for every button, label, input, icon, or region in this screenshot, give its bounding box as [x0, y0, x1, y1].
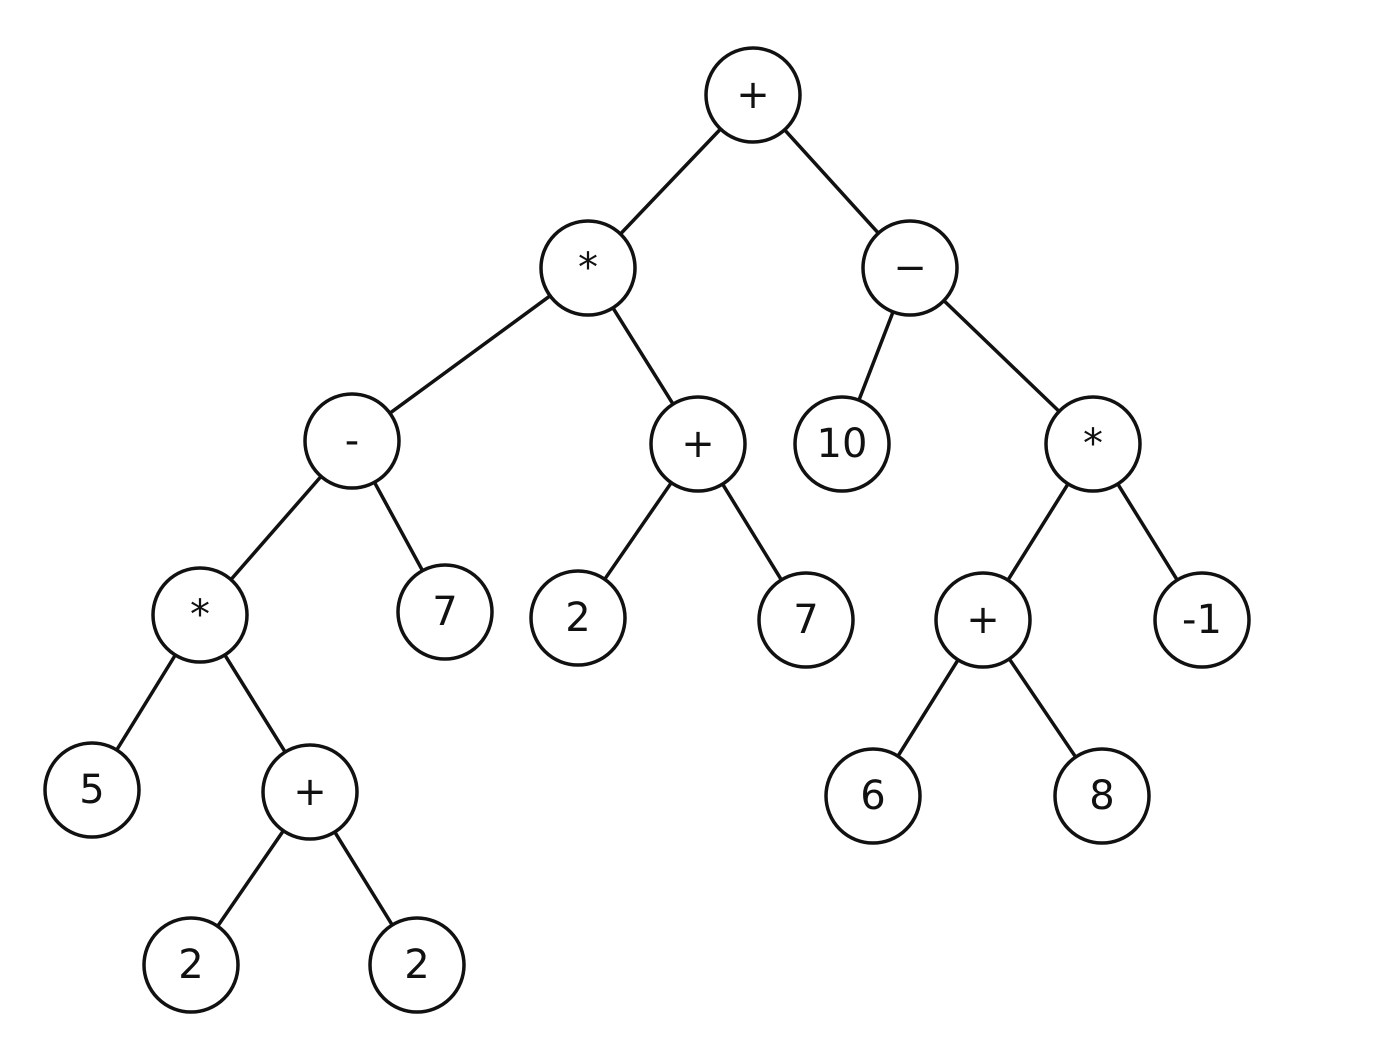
- node-label: +: [736, 72, 770, 118]
- node-label: +: [681, 421, 715, 467]
- node-label: −: [893, 245, 927, 291]
- tree-node-n16: 6: [824, 747, 922, 845]
- tree-node-n10: 2: [529, 569, 627, 667]
- node-circle: [539, 219, 637, 317]
- tree-node-n19: 2: [368, 916, 466, 1014]
- tree-edge-n8-n14: [114, 653, 178, 752]
- tree-node-n6: 10: [793, 395, 891, 493]
- node-label: 7: [432, 589, 457, 635]
- tree-edges: [114, 127, 1180, 929]
- tree-node-n1: +: [704, 46, 802, 144]
- tree-edge-n1-n3: [782, 128, 881, 235]
- node-label: 8: [1089, 773, 1114, 819]
- tree-edge-n1-n2: [618, 127, 723, 236]
- node-circle: [151, 566, 249, 664]
- tree-node-n12: +: [934, 571, 1032, 669]
- tree-edge-n15-n18: [215, 828, 286, 929]
- node-label: +: [293, 769, 327, 815]
- node-circle: [303, 392, 401, 490]
- node-label: *: [1083, 421, 1103, 467]
- node-circle: [142, 916, 240, 1014]
- node-label: *: [578, 245, 598, 291]
- node-circle: [824, 747, 922, 845]
- tree-edge-n12-n17: [1007, 657, 1078, 759]
- node-circle: [793, 395, 891, 493]
- tree-node-n9: 7: [396, 563, 494, 661]
- tree-edge-n5-n10: [602, 480, 674, 582]
- tree-edge-n2-n5: [611, 306, 675, 406]
- node-circle: [43, 741, 141, 839]
- tree-edge-n3-n6: [857, 310, 895, 402]
- tree-node-n2: *: [539, 219, 637, 317]
- node-label: 2: [178, 942, 203, 988]
- tree-node-n11: 7: [757, 571, 855, 669]
- node-circle: [368, 916, 466, 1014]
- tree-edge-n4-n9: [372, 480, 425, 573]
- node-circle: [861, 219, 959, 317]
- node-label: +: [966, 597, 1000, 643]
- node-circle: [1044, 395, 1142, 493]
- tree-node-n14: 5: [43, 741, 141, 839]
- node-label: 10: [817, 421, 868, 467]
- node-label: 6: [860, 773, 885, 819]
- tree-node-n4: -: [303, 392, 401, 490]
- tree-node-n13: -1: [1153, 571, 1251, 669]
- tree-edge-n4-n8: [229, 474, 323, 582]
- node-label: -: [345, 418, 359, 464]
- tree-edge-n8-n15: [223, 653, 287, 754]
- tree-node-n15: +: [261, 743, 359, 841]
- tree-node-n18: 2: [142, 916, 240, 1014]
- node-label: -1: [1182, 597, 1222, 643]
- tree-node-n3: −: [861, 219, 959, 317]
- node-label: 2: [404, 942, 429, 988]
- tree-edge-n3-n7: [942, 298, 1061, 414]
- tree-edge-n7-n13: [1115, 482, 1180, 582]
- node-label: 7: [793, 597, 818, 643]
- node-circle: [261, 743, 359, 841]
- node-circle: [1053, 747, 1151, 845]
- node-label: *: [190, 592, 210, 638]
- node-circle: [934, 571, 1032, 669]
- tree-nodes: + * − - +10 * * 7 2 7 + -1 5 +6 8 2 2: [43, 46, 1251, 1014]
- node-circle: [1153, 571, 1251, 669]
- node-circle: [704, 46, 802, 144]
- tree-edge-n15-n19: [332, 830, 395, 927]
- tree-node-n17: 8: [1053, 747, 1151, 845]
- tree-edge-n7-n12: [1006, 482, 1070, 582]
- node-label: 5: [79, 767, 104, 813]
- tree-edge-n2-n4: [388, 294, 552, 415]
- node-circle: [396, 563, 494, 661]
- node-circle: [529, 569, 627, 667]
- tree-node-n5: +: [649, 395, 747, 493]
- tree-edge-n12-n16: [896, 658, 960, 758]
- tree-node-n8: *: [151, 566, 249, 664]
- tree-edge-n5-n11: [720, 482, 784, 582]
- node-circle: [757, 571, 855, 669]
- node-label: 2: [565, 595, 590, 641]
- tree-node-n7: *: [1044, 395, 1142, 493]
- node-circle: [649, 395, 747, 493]
